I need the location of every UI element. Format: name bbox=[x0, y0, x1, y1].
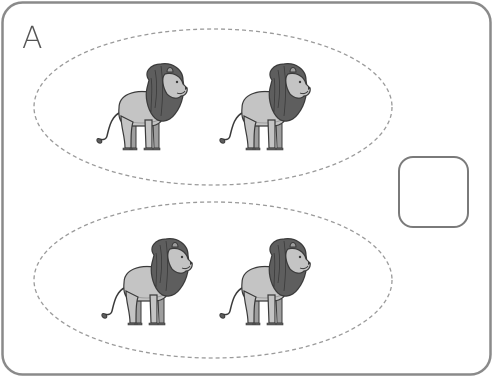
group-oval-bottom bbox=[33, 201, 393, 359]
panel-label: A bbox=[22, 21, 43, 56]
group-oval-top bbox=[33, 28, 393, 186]
answer-box[interactable] bbox=[398, 156, 469, 228]
